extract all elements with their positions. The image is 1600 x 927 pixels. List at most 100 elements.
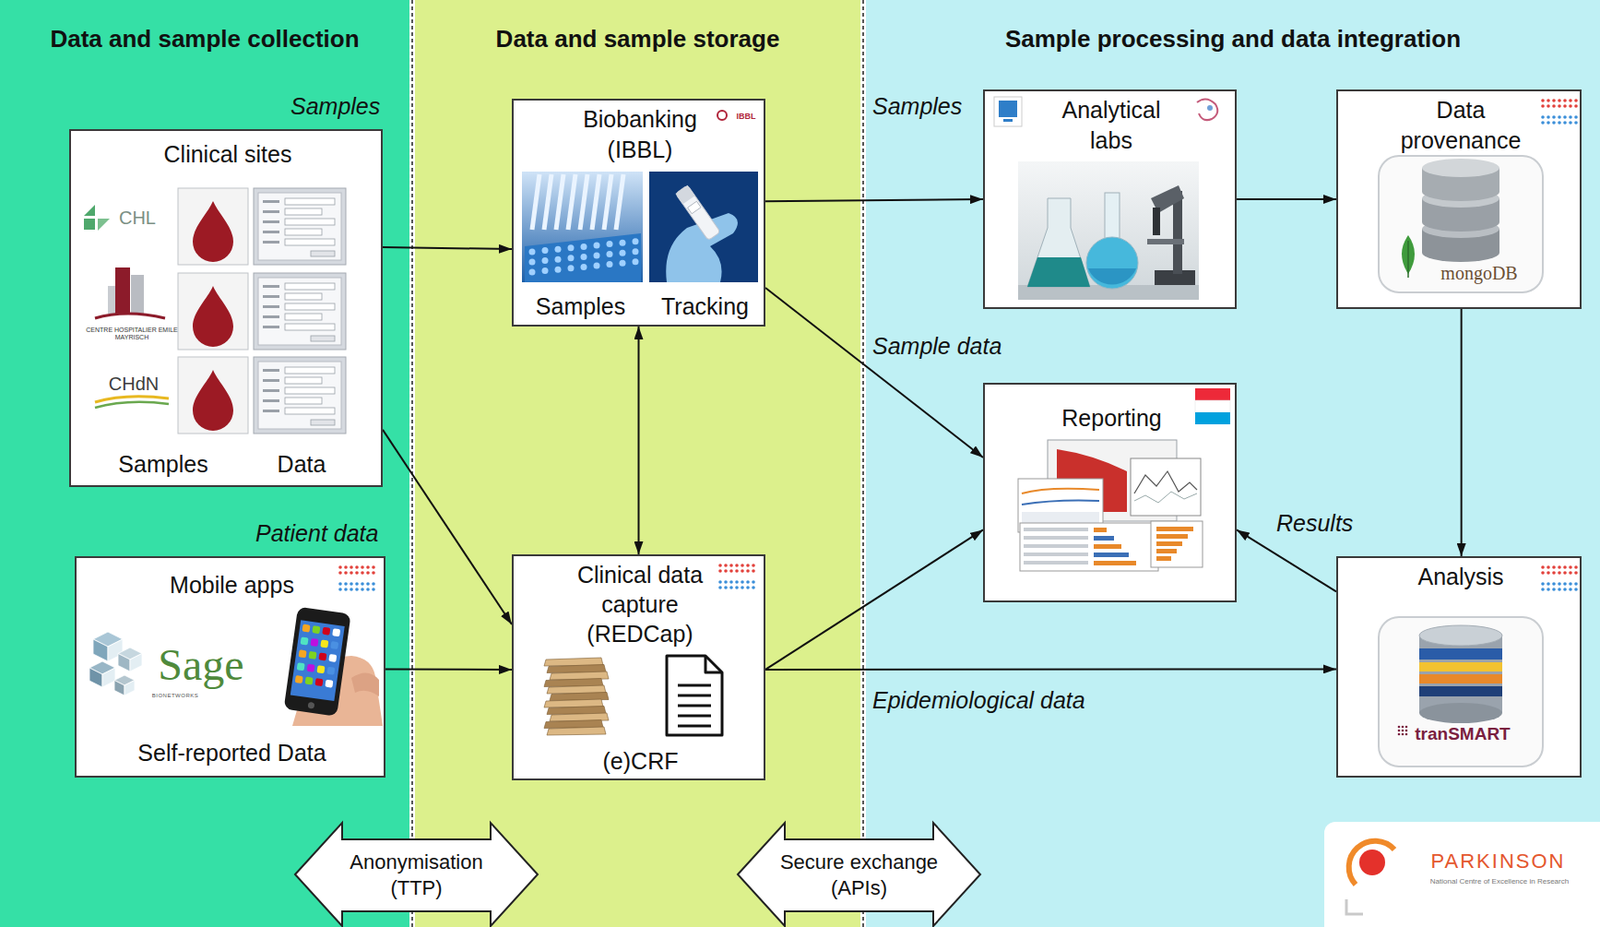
decor-circle xyxy=(1568,581,1573,586)
node-title: PARKINSON xyxy=(1431,849,1566,874)
decor-circle xyxy=(555,266,562,273)
decor-line xyxy=(592,174,600,230)
decor-rect xyxy=(1156,541,1183,546)
decor-rect xyxy=(107,285,116,314)
decor-circle xyxy=(1552,98,1556,103)
decor-rect xyxy=(1023,552,1089,557)
decor-rect xyxy=(262,240,280,244)
decor-circle xyxy=(307,701,315,710)
decor-rect xyxy=(296,662,306,671)
decor-circle xyxy=(1574,570,1578,575)
decor-line xyxy=(677,714,712,718)
decor-circle xyxy=(1546,581,1551,586)
decor-circle xyxy=(355,587,359,592)
decor-circle xyxy=(734,585,739,590)
decor-rect xyxy=(521,171,643,283)
decor-circle xyxy=(555,256,562,263)
node-title: Data and sample storage xyxy=(496,24,781,54)
node-text: mongoDB xyxy=(1440,263,1518,283)
decor-rect xyxy=(262,305,280,309)
process-box: Reporting xyxy=(983,382,1237,603)
text-slot: Clinical sites xyxy=(71,140,385,168)
illustration xyxy=(69,129,383,487)
decor-rect xyxy=(298,649,308,658)
decor-rect xyxy=(1195,388,1231,401)
decor-rect xyxy=(130,274,144,314)
node-text: CHdN xyxy=(108,372,159,395)
decor-rect xyxy=(1195,400,1231,413)
decor-circle xyxy=(360,570,365,575)
process-box: Biobanking (IBBL)IBBLSamplesTracking xyxy=(511,98,766,327)
decor-circle xyxy=(1563,581,1567,586)
decor-rect xyxy=(83,218,95,230)
decor-circle xyxy=(355,570,359,575)
decor-rect xyxy=(311,625,320,634)
illustration xyxy=(736,821,982,927)
decor-circle xyxy=(360,565,365,569)
decor-rect xyxy=(284,323,335,331)
decor-rect xyxy=(262,379,280,382)
decor-circle xyxy=(746,568,750,573)
decor-circle xyxy=(1574,581,1578,586)
decor-path xyxy=(192,369,234,431)
decor-circle xyxy=(746,563,750,568)
decor-circle xyxy=(1540,587,1545,592)
decor-circle xyxy=(580,253,588,261)
decor-circle xyxy=(1557,120,1562,125)
decor-polygon xyxy=(295,822,538,926)
decor-line xyxy=(677,704,712,708)
decor-circle xyxy=(751,568,756,573)
decor-circle xyxy=(371,570,376,575)
section-label-text: Patient data xyxy=(252,520,381,547)
decor-circle xyxy=(529,259,536,266)
process-box: Clinical sitesCHLCENTRE HOSPITALIER EMIL… xyxy=(69,129,383,487)
decor-circle xyxy=(1563,587,1567,592)
decor-path xyxy=(1027,198,1091,287)
decor-circle xyxy=(606,250,614,258)
decor-circle xyxy=(1574,565,1578,569)
decor-circle xyxy=(718,580,723,584)
decor-line xyxy=(556,174,564,230)
decor-rect xyxy=(284,198,335,205)
decor-rect xyxy=(310,250,335,257)
decor-path xyxy=(94,402,169,408)
decor-circle xyxy=(1540,570,1545,575)
decor-circle xyxy=(568,264,575,272)
decor-rect xyxy=(675,185,695,205)
decor-circle xyxy=(1540,115,1545,119)
edge-label-text: Results xyxy=(1273,509,1356,537)
decor-circle xyxy=(723,563,728,568)
decor-circle xyxy=(1552,565,1556,569)
decor-rect xyxy=(1093,535,1115,541)
decor-rect xyxy=(1156,533,1188,539)
decor-line xyxy=(677,724,712,728)
node-text: Sage xyxy=(157,642,244,688)
dashed-divider xyxy=(411,0,414,927)
decor-circle xyxy=(343,570,348,575)
decor-circle xyxy=(1401,729,1405,733)
decor-circle xyxy=(1401,725,1405,729)
decor-circle xyxy=(1574,98,1578,103)
decor-rect xyxy=(302,624,311,633)
decor-line xyxy=(532,174,540,230)
node-text: IBBL xyxy=(736,111,757,122)
decor-circle xyxy=(718,563,723,568)
decor-rect xyxy=(284,387,335,394)
decor-circle xyxy=(580,243,588,250)
decor-circle xyxy=(734,563,739,568)
text-slot: National Centre of Excellence in Researc… xyxy=(1407,877,1592,887)
decor-circle xyxy=(338,570,343,575)
text-slot: Secure exchange (APIs) xyxy=(773,849,945,901)
arrow-connector xyxy=(382,429,512,625)
decor-circle xyxy=(632,248,640,255)
decor-rect xyxy=(316,664,325,674)
decor-circle xyxy=(593,262,601,270)
decor-circle xyxy=(355,581,359,586)
text-slot: Mobile apps xyxy=(76,570,388,599)
decor-rect xyxy=(649,171,759,283)
text-slot: Sample processing and data integration xyxy=(865,24,1600,54)
decor-rect xyxy=(1147,238,1185,245)
decor-rect xyxy=(1093,544,1122,549)
decor-circle xyxy=(1398,733,1401,736)
node-title: Clinical sites xyxy=(164,140,293,168)
